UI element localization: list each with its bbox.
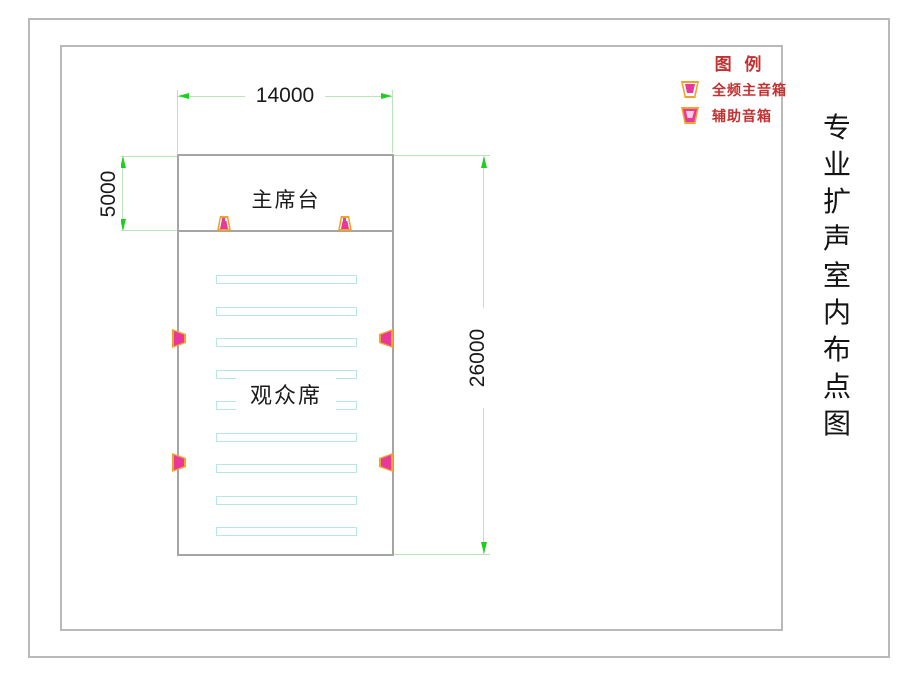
speaker-glyph (341, 221, 349, 229)
speaker-body (381, 455, 391, 470)
seat-row (216, 432, 357, 442)
aux-speaker-right-upper-icon (379, 329, 393, 348)
full-range-main-speaker-icon (681, 81, 699, 98)
seat-row (216, 306, 357, 316)
extension-line (392, 90, 393, 153)
speaker-body (381, 331, 391, 346)
speaker-body (174, 455, 184, 470)
auxiliary-speaker-icon (681, 107, 699, 124)
seat-row (216, 338, 357, 347)
speaker-dot (343, 218, 346, 221)
room-outline: 主席台 观众席 (177, 154, 394, 556)
title-character: 布 (822, 334, 851, 365)
stage-divider-line (179, 230, 392, 232)
title-character: 业 (822, 149, 851, 180)
legend-item: 辅助音箱 (681, 106, 787, 125)
title-character: 专 (822, 112, 851, 143)
title-character: 图 (822, 408, 851, 439)
seat-row (216, 464, 357, 473)
speaker-icon-glyph (686, 111, 694, 118)
title-character: 扩 (822, 186, 851, 217)
title-character: 内 (822, 297, 851, 328)
arrow-up-icon (481, 156, 487, 168)
drawing-title: 专业扩声室内布点图 (810, 110, 864, 443)
seat-row (216, 495, 357, 505)
outer-border (28, 18, 890, 658)
arrow-down-icon (481, 542, 487, 554)
dimension-line-left (122, 157, 123, 231)
title-character: 声 (822, 223, 851, 254)
extension-line (177, 90, 178, 153)
legend-label: 全频主音箱 (712, 81, 787, 98)
aux-speaker-left-upper-icon (172, 329, 186, 348)
audience-label: 观众席 (236, 378, 336, 410)
aux-speaker-right-lower-icon (379, 453, 393, 472)
extension-line (394, 554, 490, 555)
arrow-up-icon (120, 156, 126, 168)
main-speaker-left-icon (217, 216, 231, 231)
arrow-right-icon (381, 93, 392, 99)
title-character: 点 (822, 371, 851, 402)
dimension-stage-depth-value: 5000 (97, 154, 121, 234)
dimension-hall-depth-value: 26000 (466, 308, 490, 408)
extension-line (112, 156, 177, 157)
legend-item: 全频主音箱 (681, 80, 787, 99)
speaker-glyph (220, 221, 228, 229)
aux-speaker-left-lower-icon (172, 453, 186, 472)
speaker-dot (222, 218, 225, 221)
dimension-top-width-value: 14000 (245, 84, 325, 108)
legend-label: 辅助音箱 (712, 107, 772, 124)
arrow-down-icon (120, 219, 126, 231)
seat-row (216, 527, 357, 536)
title-character: 室 (822, 260, 851, 291)
seat-row (216, 275, 357, 284)
stage-label: 主席台 (251, 189, 321, 212)
drawing-frame (60, 45, 783, 631)
extension-line (394, 155, 490, 156)
arrow-left-icon (178, 93, 189, 99)
speaker-icon-glyph (685, 84, 695, 93)
speaker-body (174, 331, 184, 346)
main-speaker-right-icon (338, 216, 352, 231)
legend-title: 图 例 (714, 55, 766, 74)
legend: 全频主音箱 辅助音箱 (681, 80, 787, 125)
extension-line (112, 230, 177, 231)
